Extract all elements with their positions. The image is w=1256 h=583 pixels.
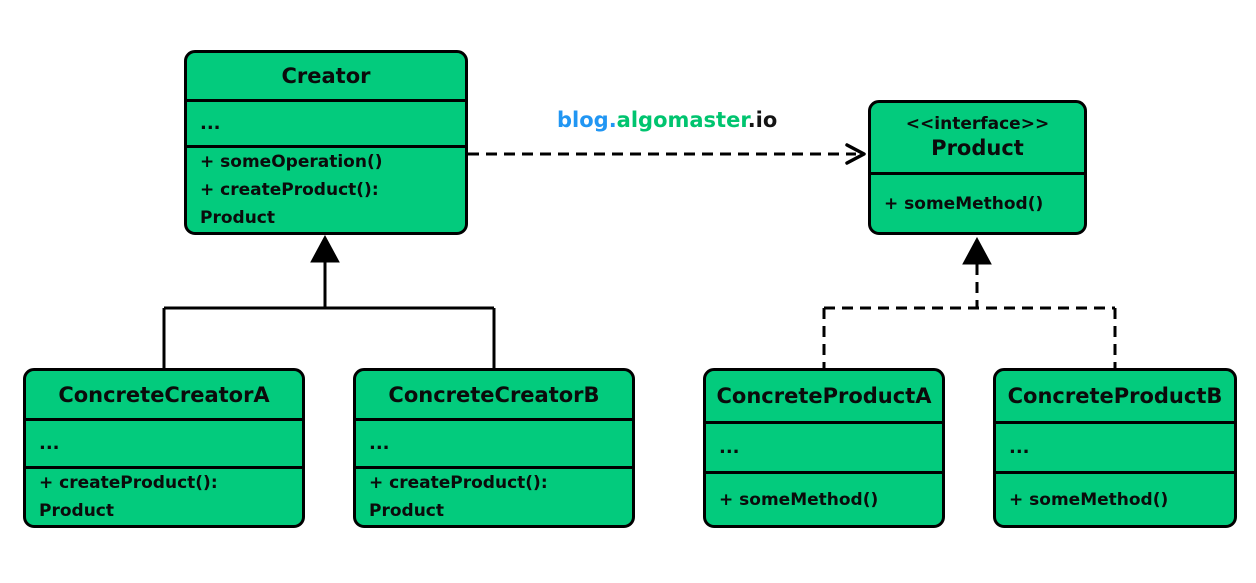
- class-title-section: ConcreteProductA: [706, 371, 942, 424]
- triangle-arrowhead-icon: [962, 236, 992, 265]
- interface-stereotype: <<interface>>: [905, 113, 1050, 134]
- class-methods-section: + createProduct(): Product: [356, 469, 632, 525]
- class-box-creator: Creator ... + someOperation() + createPr…: [184, 50, 468, 235]
- class-box-concrete-creator-a: ConcreteCreatorA ... + createProduct(): …: [23, 368, 305, 528]
- class-title-section: ConcreteProductB: [996, 371, 1234, 424]
- method-label: + createProduct(): Product: [39, 473, 218, 521]
- attribute-placeholder: ...: [719, 437, 740, 458]
- class-title-section: ConcreteCreatorA: [26, 371, 302, 422]
- creates-dashed-arrow: [468, 143, 866, 165]
- class-name: ConcreteCreatorB: [388, 382, 600, 407]
- attribute-placeholder: ...: [1009, 437, 1030, 458]
- class-methods-section: + someOperation() + createProduct(): Pro…: [187, 148, 465, 232]
- attribute-placeholder: ...: [200, 112, 221, 134]
- class-methods-section: + someMethod(): [706, 474, 942, 525]
- class-attributes-section: ...: [356, 421, 632, 469]
- class-box-concrete-product-b: ConcreteProductB ... + someMethod(): [993, 368, 1237, 528]
- class-name: ConcreteCreatorA: [58, 382, 270, 407]
- class-name: ConcreteProductB: [1007, 383, 1223, 408]
- class-name: Creator: [281, 63, 371, 88]
- class-attributes-section: ...: [706, 424, 942, 474]
- class-title-section: ConcreteCreatorB: [356, 371, 632, 422]
- class-box-concrete-product-a: ConcreteProductA ... + someMethod(): [703, 368, 945, 528]
- attribute-placeholder: ...: [369, 433, 390, 455]
- watermark-blog-algomaster-io: blog.algomaster.io: [557, 108, 777, 132]
- method-label: + someMethod(): [1009, 489, 1169, 510]
- method-label: + createProduct(): Product: [200, 180, 379, 228]
- attribute-placeholder: ...: [39, 433, 60, 455]
- class-methods-section: + someMethod(): [871, 175, 1084, 232]
- class-attributes-section: ...: [187, 102, 465, 148]
- class-methods-section: + someMethod(): [996, 474, 1234, 525]
- class-attributes-section: ...: [26, 421, 302, 469]
- method-label: + createProduct(): Product: [369, 473, 548, 521]
- class-name: Product: [931, 136, 1024, 160]
- open-arrowhead-icon: [845, 143, 866, 165]
- watermark-part-io: .io: [747, 108, 778, 132]
- class-box-product-interface: <<interface>> Product + someMethod(): [868, 100, 1087, 235]
- watermark-part-blog: blog.: [557, 108, 617, 132]
- method-label: + someOperation(): [200, 152, 383, 172]
- class-box-concrete-creator-b: ConcreteCreatorB ... + createProduct(): …: [353, 368, 635, 528]
- realization-connector: [822, 236, 1117, 368]
- class-title-section: <<interface>> Product: [871, 103, 1084, 175]
- class-name: ConcreteProductA: [716, 383, 932, 408]
- inheritance-connector: [162, 234, 496, 368]
- class-methods-section: + createProduct(): Product: [26, 469, 302, 525]
- triangle-arrowhead-icon: [310, 234, 340, 263]
- method-label: + someMethod(): [719, 489, 879, 510]
- class-attributes-section: ...: [996, 424, 1234, 474]
- method-label: + someMethod(): [884, 193, 1044, 214]
- class-title-section: Creator: [187, 53, 465, 102]
- watermark-part-algomaster: algomaster: [616, 108, 748, 132]
